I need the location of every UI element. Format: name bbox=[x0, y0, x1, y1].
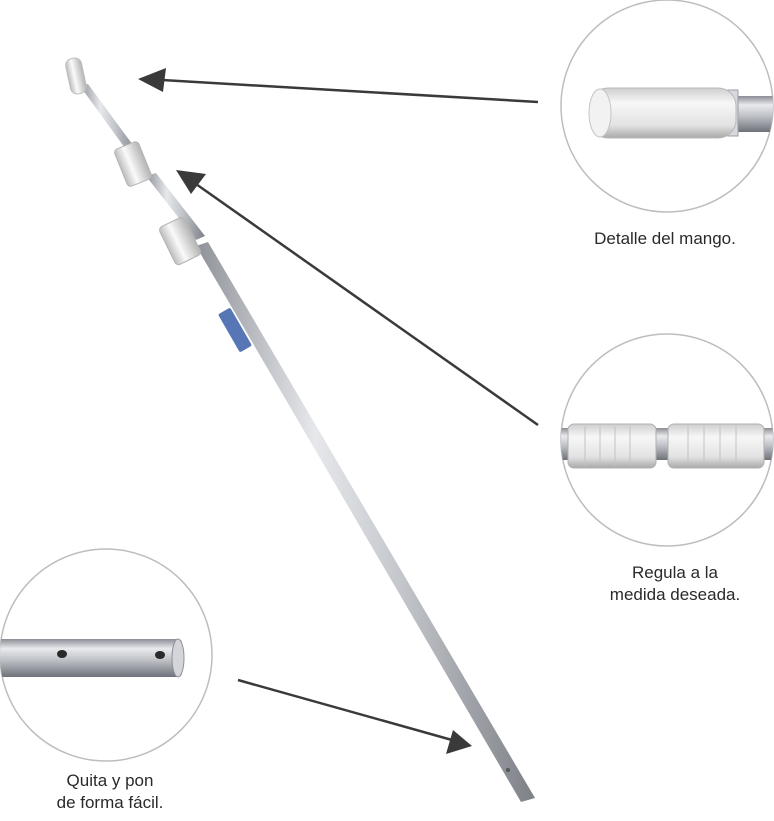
detail-circle-end bbox=[0, 548, 213, 762]
caption-remove: Quita y pon de forma fácil. bbox=[10, 770, 210, 814]
pole-lower-section bbox=[196, 242, 535, 802]
caption-adjust-line1: Regula a la bbox=[631, 563, 718, 582]
pole-upper-section bbox=[80, 84, 138, 155]
pole-label bbox=[218, 308, 252, 352]
detail-circle-collars bbox=[560, 333, 774, 547]
caption-remove-line2: de forma fácil. bbox=[56, 793, 164, 812]
collar-left bbox=[567, 423, 657, 469]
collar-right bbox=[667, 423, 765, 469]
white-grip bbox=[589, 87, 737, 139]
arrow-to-handle bbox=[161, 78, 539, 104]
caption-adjust-line2: medida deseada. bbox=[609, 585, 741, 604]
arrow-to-collar bbox=[195, 182, 539, 427]
pin-hole-right bbox=[155, 651, 165, 659]
pin-hole-left bbox=[57, 650, 67, 658]
caption-remove-line1: Quita y pon bbox=[66, 771, 154, 790]
handle-tip bbox=[65, 57, 87, 95]
lock-collar-upper bbox=[114, 141, 152, 187]
caption-adjust: Regula a la medida deseada. bbox=[575, 562, 774, 606]
pole-end-hole bbox=[506, 768, 510, 772]
arrows bbox=[138, 68, 539, 754]
pole-middle-section bbox=[146, 173, 205, 240]
arrowhead-collar bbox=[176, 170, 206, 194]
arrowhead-handle bbox=[138, 68, 166, 92]
detail-circle-handle bbox=[560, 0, 774, 213]
arrowhead-end bbox=[446, 730, 472, 754]
telescopic-pole bbox=[65, 57, 535, 802]
caption-handle-detail: Detalle del mango. bbox=[594, 229, 736, 248]
pole-end-tube bbox=[0, 639, 182, 677]
arrow-to-end bbox=[237, 678, 453, 742]
lock-collar-lower bbox=[159, 216, 201, 266]
